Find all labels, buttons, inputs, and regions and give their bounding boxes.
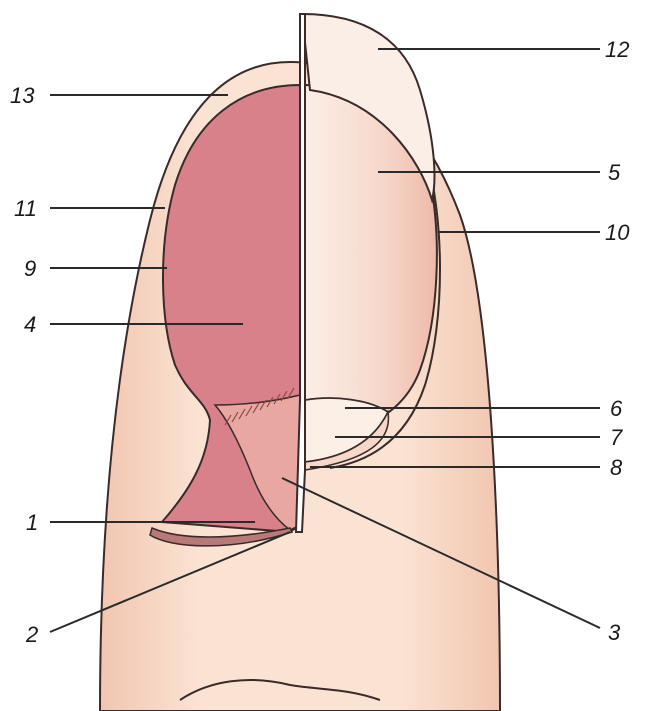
label-5: 5	[608, 160, 621, 185]
label-8: 8	[610, 455, 623, 480]
label-10: 10	[605, 220, 630, 245]
label-9: 9	[24, 256, 36, 281]
label-2: 2	[25, 622, 38, 647]
label-7: 7	[610, 425, 623, 450]
label-12: 12	[605, 37, 629, 62]
label-6: 6	[610, 396, 623, 421]
label-11: 11	[14, 196, 37, 221]
label-3: 3	[608, 620, 621, 645]
label-1: 1	[26, 510, 38, 535]
label-4: 4	[24, 312, 36, 337]
label-13: 13	[10, 83, 35, 108]
